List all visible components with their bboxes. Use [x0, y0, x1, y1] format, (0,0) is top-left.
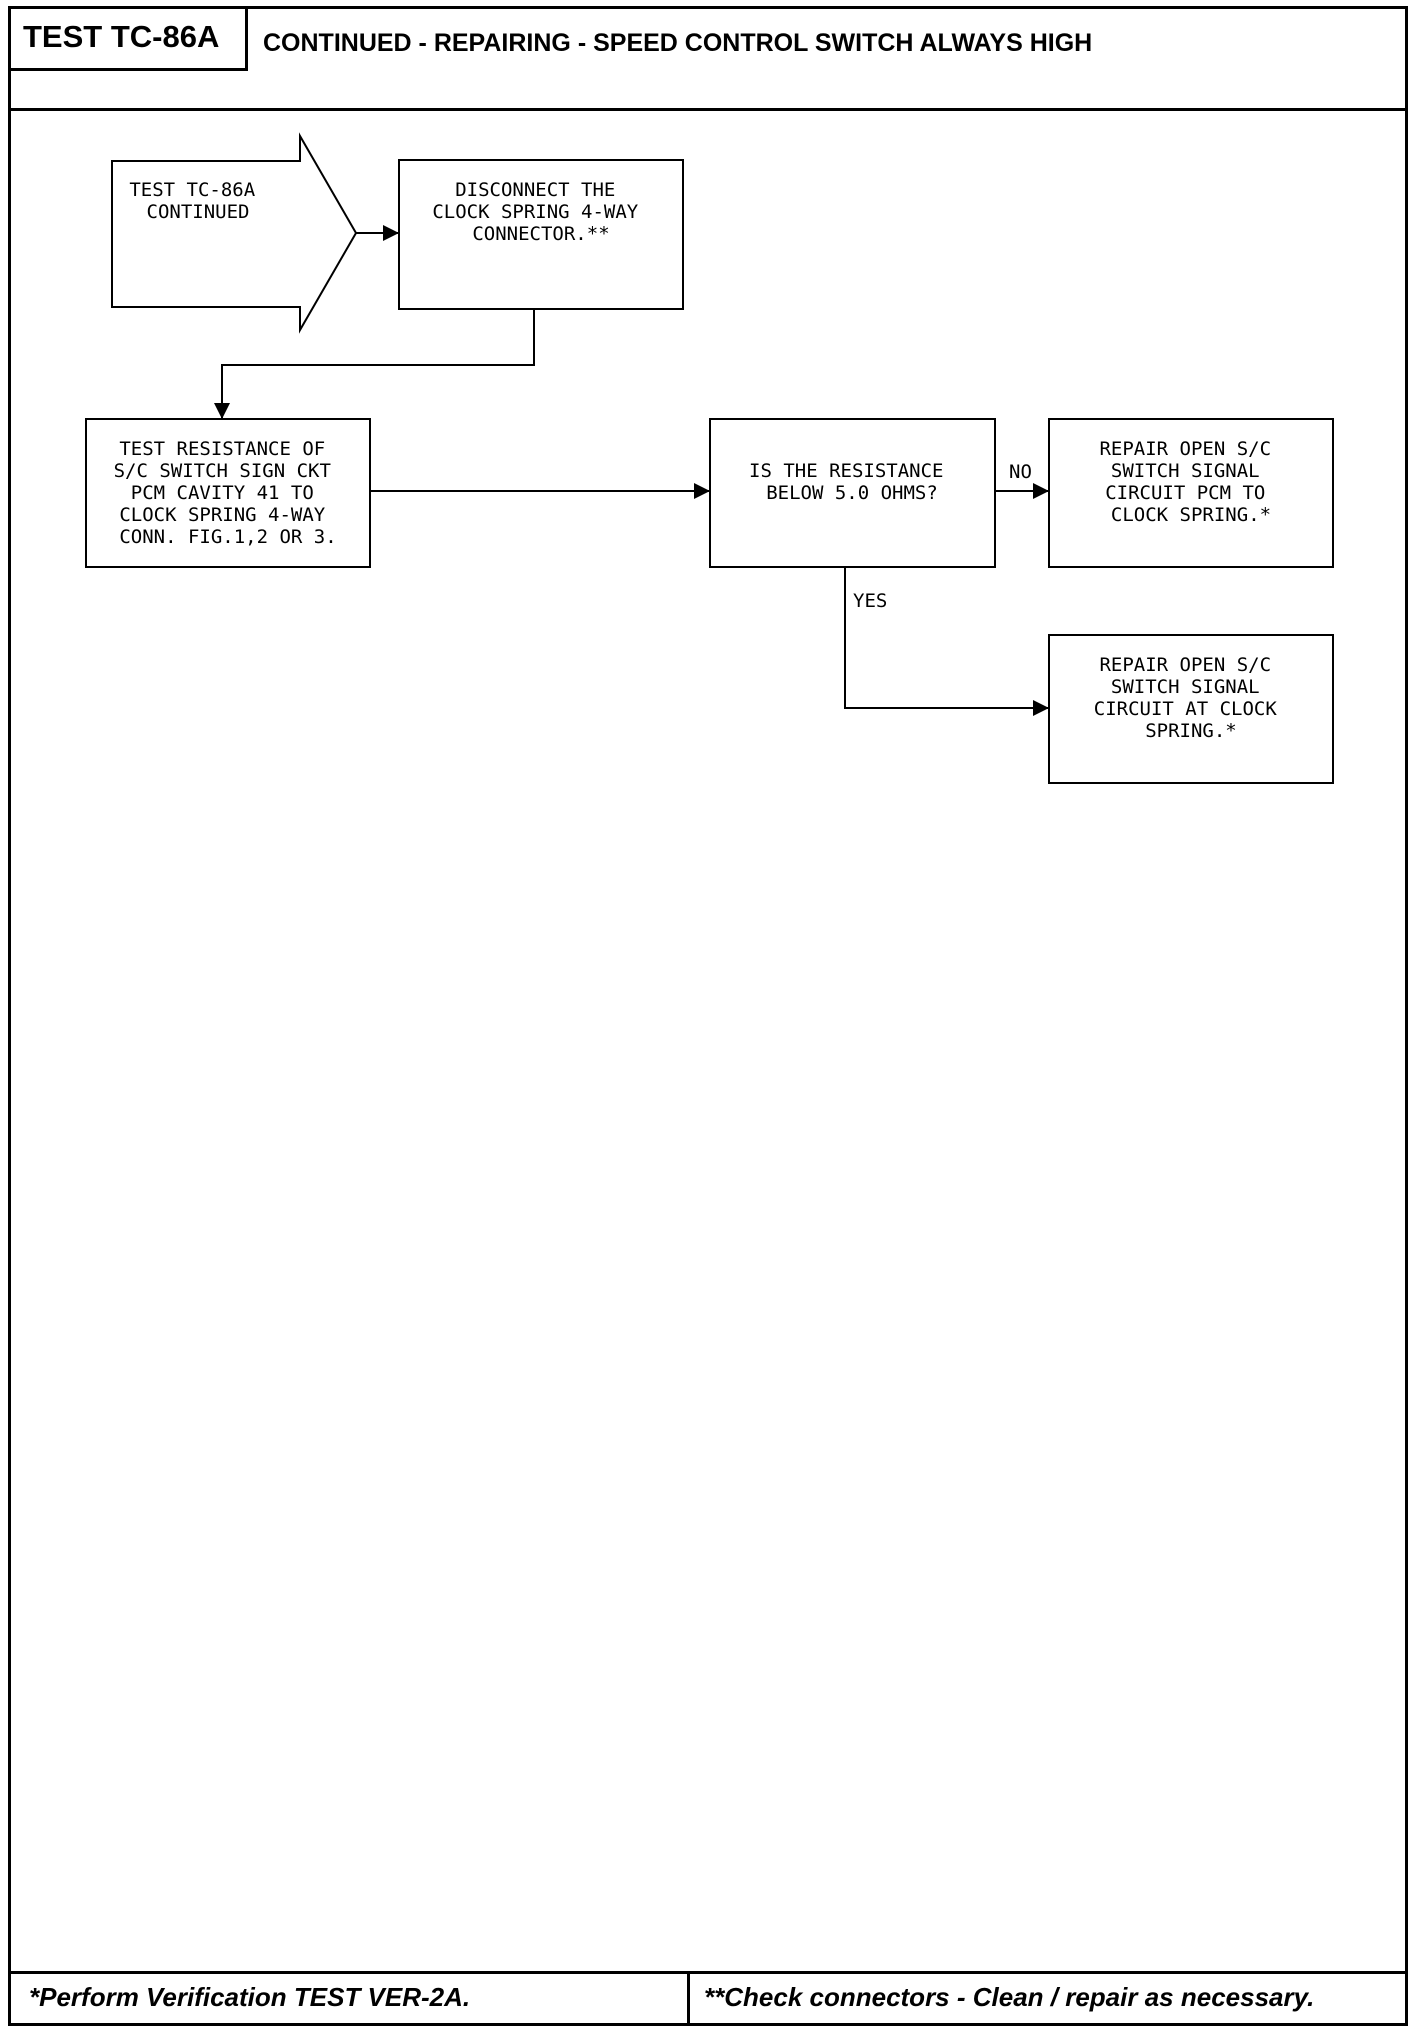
question-line: BELOW 5.0 OHMS? [766, 482, 938, 504]
disconnect-line: CLOCK SPRING 4-WAY [432, 201, 638, 223]
disconnect-line: DISCONNECT THE [455, 179, 615, 201]
repair-pcm-box [1048, 418, 1334, 568]
test-resistance-line: S/C SWITCH SIGN CKT [114, 460, 331, 482]
repair-pcm-line: CLOCK SPRING.* [1111, 504, 1271, 526]
repair-clock-line: CIRCUIT AT CLOCK [1094, 698, 1278, 720]
page-title: CONTINUED - REPAIRING - SPEED CONTROL SW… [263, 29, 1093, 57]
page-header: TEST TC-86A CONTINUED - REPAIRING - SPEE… [11, 9, 1405, 111]
question-line: IS THE RESISTANCE [749, 460, 943, 482]
start-arrow-shape [111, 132, 358, 334]
repair-pcm-line: SWITCH SIGNAL [1111, 460, 1260, 482]
test-resistance-box [85, 418, 371, 568]
repair-pcm-text: REPAIR OPEN S/C SWITCH SIGNAL CIRCUIT PC… [1099, 438, 1282, 526]
disconnect-text: DISCONNECT THE CLOCK SPRING 4-WAY CONNEC… [432, 179, 649, 245]
test-resistance-line: CONN. FIG.1,2 OR 3. [119, 526, 336, 548]
connector-note: **Check connectors - Clean / repair as n… [704, 1982, 1315, 2012]
repair-clock-box [1048, 634, 1334, 784]
test-resistance-line: TEST RESISTANCE OF [119, 438, 325, 460]
repair-clock-text: REPAIR OPEN S/C SWITCH SIGNAL CIRCUIT AT… [1094, 654, 1288, 742]
question-text: IS THE RESISTANCE BELOW 5.0 OHMS? [749, 460, 955, 504]
repair-pcm-line: REPAIR OPEN S/C [1099, 438, 1271, 460]
yes-label: YES [853, 590, 887, 612]
start-text: TEST TC-86A CONTINUED [129, 179, 266, 223]
no-label: NO [1009, 461, 1032, 483]
test-resistance-line: PCM CAVITY 41 TO [131, 482, 314, 504]
edge-disconnect-to-test [214, 309, 535, 419]
verification-note: *Perform Verification TEST VER-2A. [11, 1974, 690, 2023]
disconnect-box [398, 159, 684, 310]
test-resistance-line: CLOCK SPRING 4-WAY [119, 504, 325, 526]
question-box [709, 418, 996, 568]
start-line: TEST TC-86A [129, 179, 255, 201]
repair-clock-line: REPAIR OPEN S/C [1099, 654, 1271, 676]
test-id: TEST TC-86A [11, 9, 248, 71]
start-line: CONTINUED [147, 201, 250, 223]
edge-question-yes [844, 567, 1049, 716]
repair-clock-line: SWITCH SIGNAL [1111, 676, 1260, 698]
repair-clock-line: SPRING.* [1145, 720, 1237, 742]
repair-pcm-line: CIRCUIT PCM TO [1105, 482, 1265, 504]
test-resistance-text: TEST RESISTANCE OF S/C SWITCH SIGN CKT P… [114, 438, 343, 548]
disconnect-line: CONNECTOR.** [472, 223, 609, 245]
page-footer: *Perform Verification TEST VER-2A. **Che… [11, 1971, 1405, 2023]
page-frame: TEST TC-86A CONTINUED - REPAIRING - SPEE… [8, 6, 1408, 2026]
